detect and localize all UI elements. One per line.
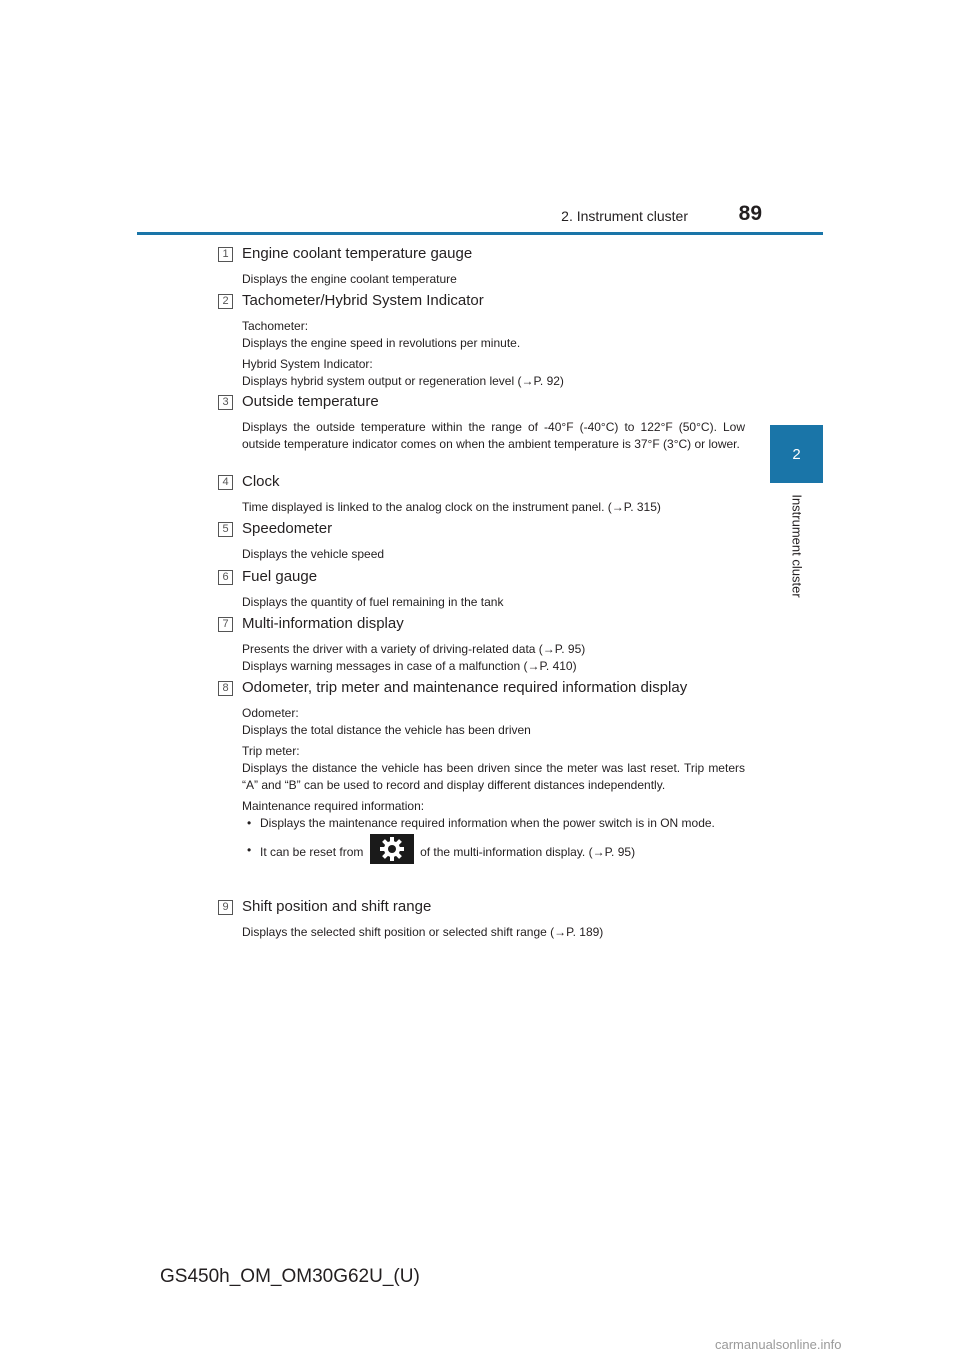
item-number-marker: 7 — [218, 617, 233, 632]
section-title: 2. Instrument cluster — [561, 208, 688, 224]
paragraph-heading: Maintenance required information: — [242, 799, 425, 813]
item-description: Displays the vehicle speed — [242, 547, 385, 561]
description-line: Displays warning messages in case of a m… — [242, 659, 577, 673]
item-description: Displays the quantity of fuel remaining … — [242, 595, 504, 609]
item-number-marker: 2 — [218, 294, 233, 309]
paragraph-heading: Hybrid System Indicator: — [242, 357, 373, 371]
gear-icon — [369, 834, 414, 864]
paragraph-heading: Tachometer: — [242, 319, 309, 333]
item-number-marker: 4 — [218, 475, 233, 490]
document-code: GS450h_OM_OM30G62U_(U) — [160, 1266, 420, 1287]
bullet-item: • It can be reset from — [242, 834, 745, 864]
bullet-dot: • — [247, 816, 252, 830]
item-description: Presents the driver with a variety of dr… — [242, 641, 745, 675]
item-number-marker: 8 — [218, 681, 233, 696]
item-title: Engine coolant temperature gauge — [242, 245, 473, 262]
item-title: Odometer, trip meter and maintenance req… — [242, 679, 688, 696]
bullet-text: of the multi-information display. (→P. 9… — [420, 845, 636, 860]
item-number-marker: 1 — [218, 247, 233, 262]
paragraph-heading: Trip meter: — [242, 744, 300, 758]
item-title: Multi-information display — [242, 615, 404, 632]
item-number-marker: 6 — [218, 570, 233, 585]
item-description: Displays the outside temperature within … — [242, 420, 745, 451]
item-description: Displays the engine coolant temperature — [242, 272, 457, 286]
bullet-dot: • — [247, 843, 252, 857]
paragraph-text: Displays the engine speed in revolutions… — [242, 336, 521, 350]
item-title: Tachometer/Hybrid System Indicator — [242, 292, 484, 309]
item-title: Clock — [242, 473, 280, 490]
item-number-marker: 3 — [218, 395, 233, 410]
item-title: Speedometer — [242, 520, 333, 537]
paragraph-text: Displays hybrid system output or regener… — [242, 374, 564, 388]
chapter-title: Instrument cluster — [789, 494, 805, 598]
bullet-text: It can be reset from — [260, 845, 364, 860]
item-title: Fuel gauge — [242, 568, 318, 585]
item-number-marker: 5 — [218, 522, 233, 537]
item-title: Shift position and shift range — [242, 898, 432, 915]
item-description: Odometer: Displays the total distance th… — [242, 705, 745, 864]
watermark: carmanualsonline.info — [715, 1337, 842, 1352]
chapter-tab[interactable]: 2 — [770, 425, 823, 483]
item-title: Outside temperature — [242, 393, 379, 410]
item-description: Time displayed is linked to the analog c… — [242, 500, 661, 514]
header-divider — [137, 232, 823, 235]
description-line: Presents the driver with a variety of dr… — [242, 642, 586, 656]
bullet-text: Displays the maintenance required inform… — [260, 816, 715, 830]
item-number-marker: 9 — [218, 900, 233, 915]
paragraph-heading: Odometer: — [242, 706, 299, 720]
bullet-item: • Displays the maintenance required info… — [242, 815, 745, 832]
chapter-number: 2 — [792, 445, 801, 463]
item-description: Tachometer: Displays the engine speed in… — [242, 318, 745, 394]
paragraph-text: Displays the total distance the vehicle … — [242, 723, 531, 737]
item-description: Displays the selected shift position or … — [242, 925, 604, 939]
paragraph-text: Displays the distance the vehicle has be… — [242, 761, 745, 792]
page-number: 89 — [738, 202, 762, 225]
